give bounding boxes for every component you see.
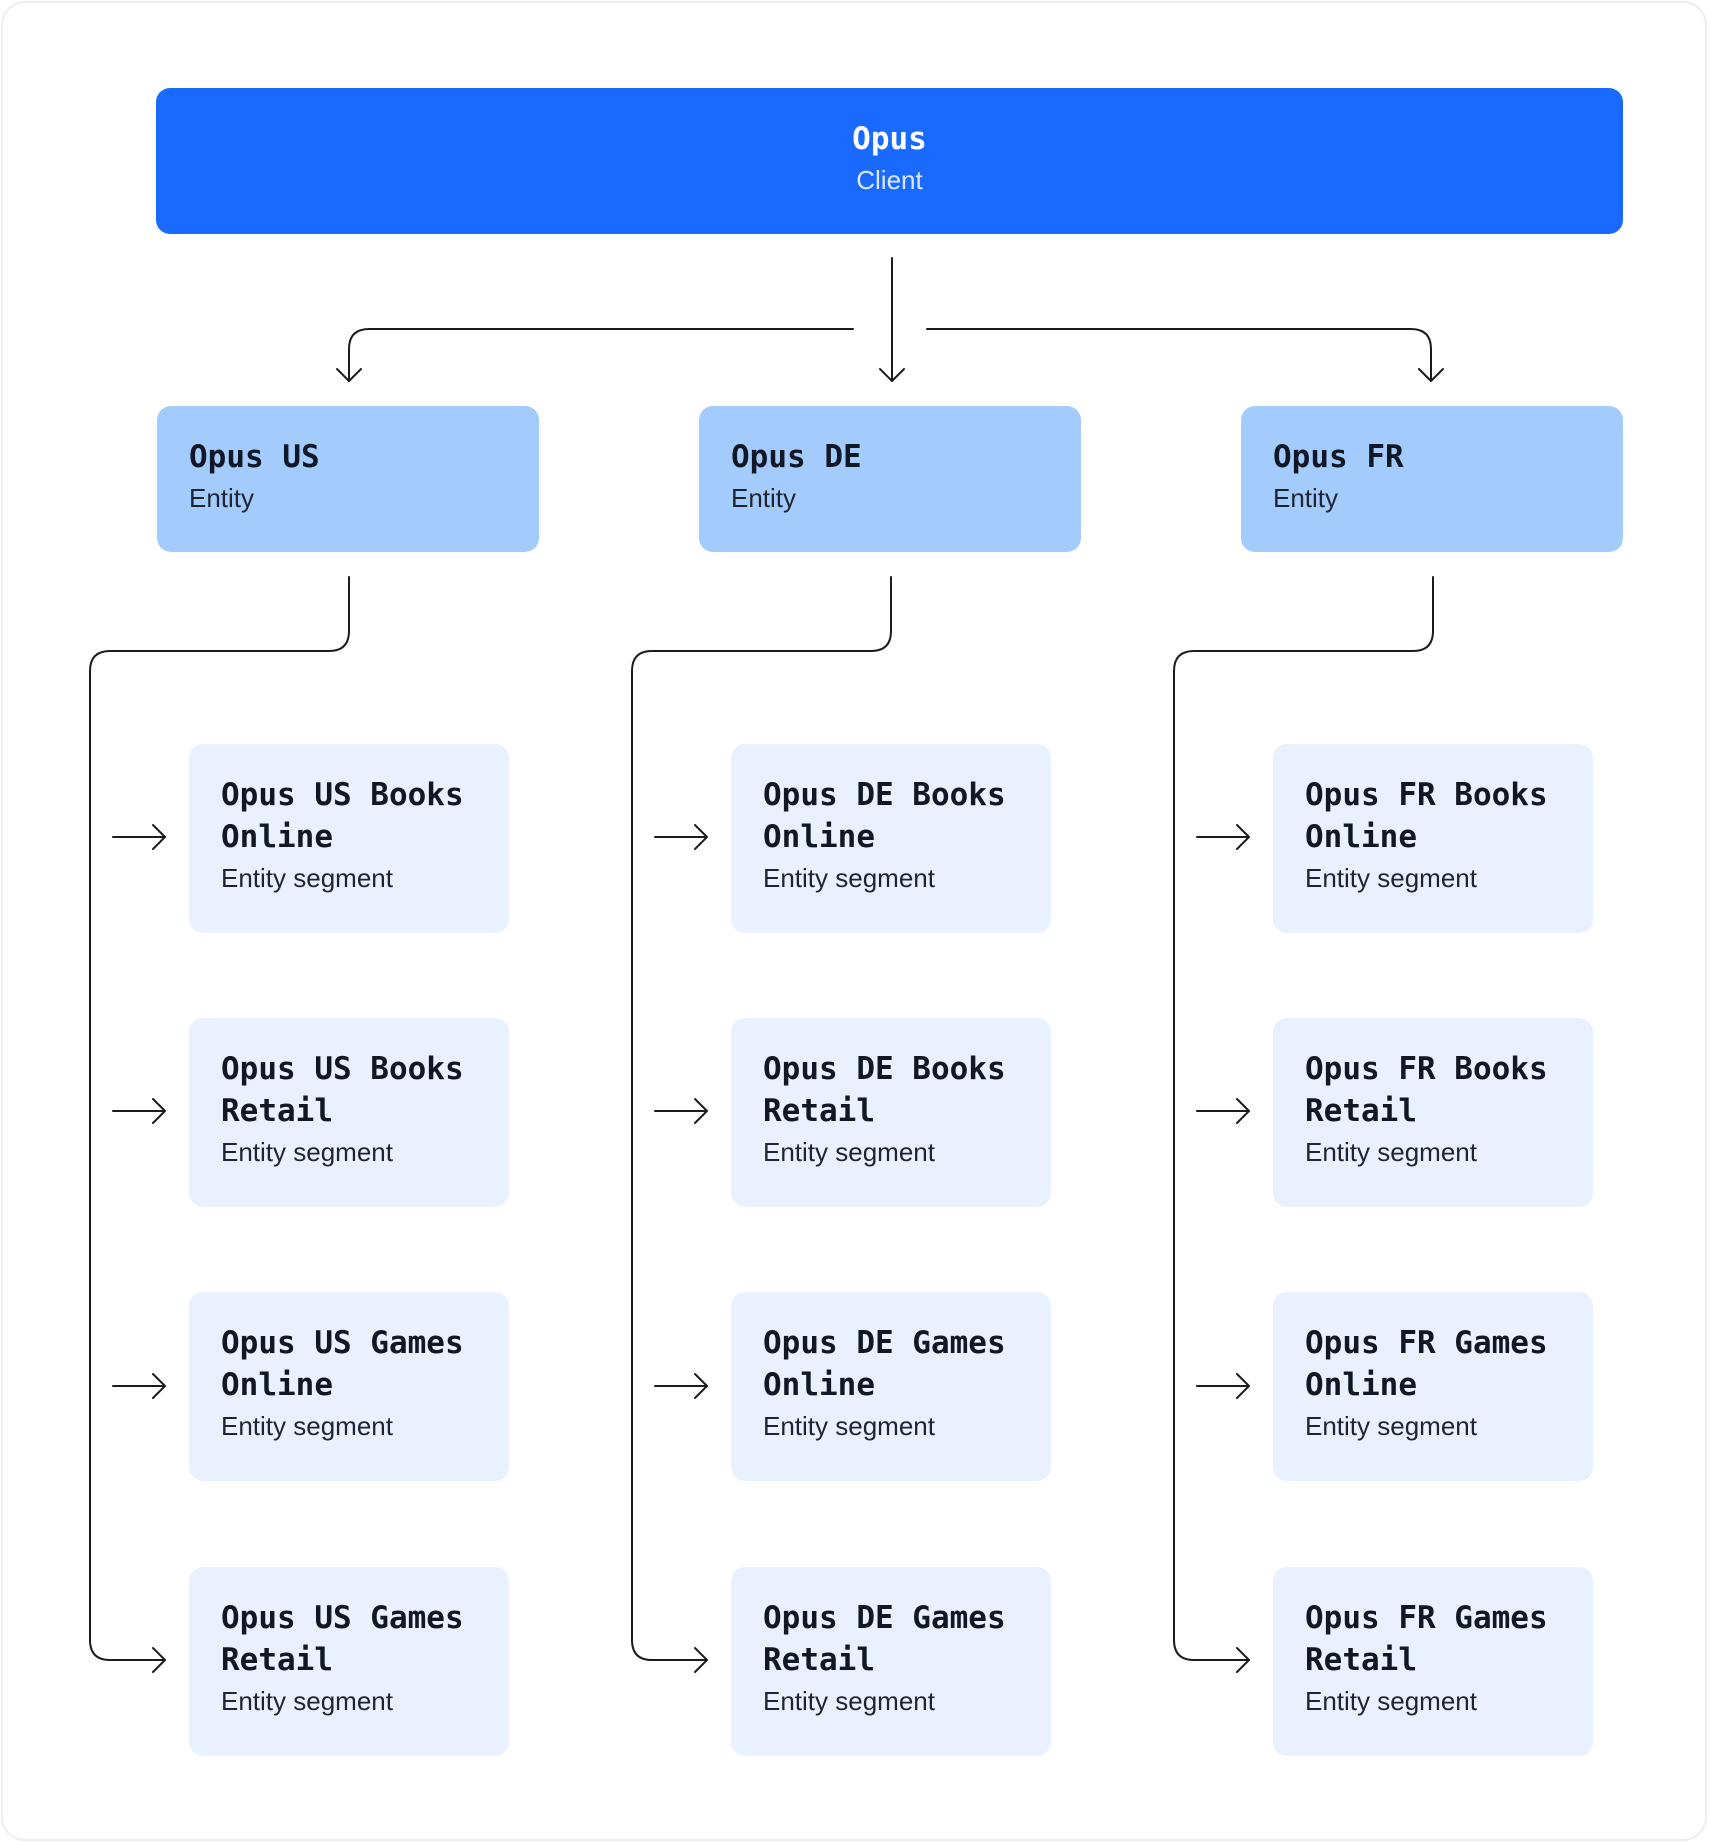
branch-us-books-online	[112, 824, 166, 850]
branch-de-books-online	[654, 824, 708, 850]
connector-us-trunk	[89, 576, 350, 1661]
segment-node-us-games-retail[interactable]: Opus US Games Retail Entity segment	[189, 1567, 509, 1756]
segment-subtitle: Entity segment	[763, 1411, 935, 1441]
arrowhead-fr-games-retail	[1236, 1647, 1250, 1673]
connector-fr-trunk	[1173, 576, 1434, 1661]
connector-client-to-fr	[926, 328, 1432, 382]
entity-title: Opus US	[189, 439, 320, 475]
segment-subtitle: Entity segment	[221, 1137, 393, 1167]
segment-node-de-games-retail[interactable]: Opus DE Games Retail Entity segment	[731, 1567, 1051, 1756]
segment-node-us-games-online[interactable]: Opus US Games Online Entity segment	[189, 1292, 509, 1481]
branch-de-games-online	[654, 1373, 708, 1399]
client-subtitle: Client	[856, 165, 923, 195]
segment-title: Opus US Books Online	[221, 777, 464, 855]
segment-title: Opus US Books Retail	[221, 1051, 464, 1129]
branch-de-books-retail	[654, 1098, 708, 1124]
segment-subtitle: Entity segment	[763, 1686, 935, 1716]
segment-title: Opus FR Games Online	[1305, 1325, 1548, 1403]
segment-subtitle: Entity segment	[1305, 1686, 1477, 1716]
segment-subtitle: Entity segment	[1305, 1137, 1477, 1167]
segment-node-fr-books-retail[interactable]: Opus FR Books Retail Entity segment	[1273, 1018, 1593, 1207]
branch-fr-books-online	[1196, 824, 1250, 850]
arrowhead-us	[336, 368, 362, 382]
connector-de-trunk	[631, 576, 892, 1661]
arrowhead-us-games-retail	[152, 1647, 166, 1673]
entity-title: Opus DE	[731, 439, 862, 475]
client-title: Opus	[852, 121, 927, 157]
segment-node-fr-games-online[interactable]: Opus FR Games Online Entity segment	[1273, 1292, 1593, 1481]
segment-node-us-books-retail[interactable]: Opus US Books Retail Entity segment	[189, 1018, 509, 1207]
segment-node-de-books-retail[interactable]: Opus DE Books Retail Entity segment	[731, 1018, 1051, 1207]
entity-node-us[interactable]: Opus US Entity	[157, 406, 539, 552]
segment-title: Opus FR Games Retail	[1305, 1600, 1548, 1678]
branch-fr-books-retail	[1196, 1098, 1250, 1124]
segment-node-us-books-online[interactable]: Opus US Books Online Entity segment	[189, 744, 509, 933]
branch-fr-games-online	[1196, 1373, 1250, 1399]
branch-us-books-retail	[112, 1098, 166, 1124]
segment-title: Opus DE Books Online	[763, 777, 1006, 855]
segment-subtitle: Entity segment	[221, 1686, 393, 1716]
segment-subtitle: Entity segment	[221, 863, 393, 893]
segment-subtitle: Entity segment	[763, 863, 935, 893]
segment-title: Opus US Games Online	[221, 1325, 464, 1403]
connector-client-to-us	[348, 328, 854, 382]
arrowhead-de-games-retail	[694, 1647, 708, 1673]
entity-title: Opus FR	[1273, 439, 1404, 475]
segment-subtitle: Entity segment	[1305, 1411, 1477, 1441]
entity-node-fr[interactable]: Opus FR Entity	[1241, 406, 1623, 552]
segment-title: Opus DE Books Retail	[763, 1051, 1006, 1129]
segment-title: Opus US Games Retail	[221, 1600, 464, 1678]
entity-node-de[interactable]: Opus DE Entity	[699, 406, 1081, 552]
segment-subtitle: Entity segment	[1305, 863, 1477, 893]
segment-subtitle: Entity segment	[221, 1411, 393, 1441]
client-node[interactable]: Opus Client	[156, 88, 1623, 234]
segment-subtitle: Entity segment	[763, 1137, 935, 1167]
segment-node-de-games-online[interactable]: Opus DE Games Online Entity segment	[731, 1292, 1051, 1481]
segment-title: Opus DE Games Retail	[763, 1600, 1006, 1678]
entity-subtitle: Entity	[731, 483, 797, 513]
segment-node-de-books-online[interactable]: Opus DE Books Online Entity segment	[731, 744, 1051, 933]
arrowhead-de	[879, 368, 905, 382]
segment-title: Opus FR Books Online	[1305, 777, 1548, 855]
branch-us-games-online	[112, 1373, 166, 1399]
arrowhead-fr	[1418, 368, 1444, 382]
segment-node-fr-books-online[interactable]: Opus FR Books Online Entity segment	[1273, 744, 1593, 933]
segment-title: Opus DE Games Online	[763, 1325, 1006, 1403]
segment-node-fr-games-retail[interactable]: Opus FR Games Retail Entity segment	[1273, 1567, 1593, 1756]
entity-subtitle: Entity	[1273, 483, 1339, 513]
segment-title: Opus FR Books Retail	[1305, 1051, 1548, 1129]
entity-subtitle: Entity	[189, 483, 255, 513]
